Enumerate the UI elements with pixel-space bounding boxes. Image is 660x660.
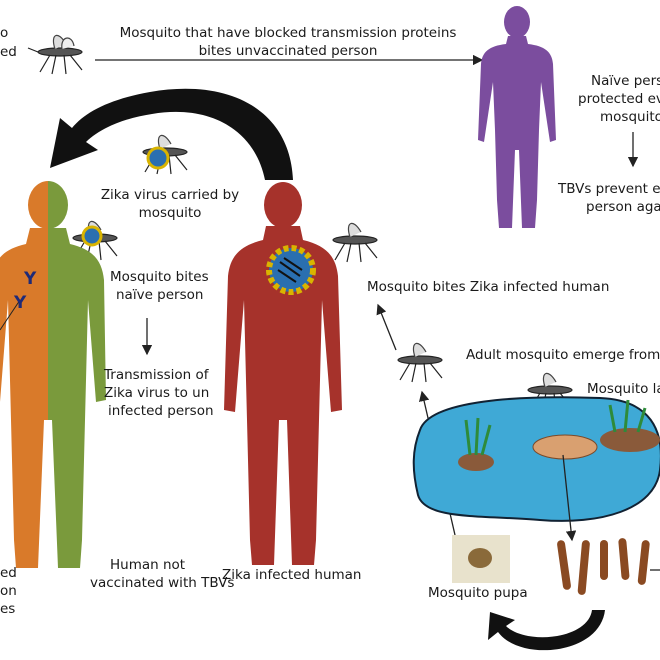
zika-carried-line-1: Zika virus carried by xyxy=(100,187,240,203)
adult-emerge-label: Adult mosquito emerge from p xyxy=(466,347,660,363)
transmission-line-3: infected person xyxy=(108,403,214,419)
larvae-image xyxy=(557,538,650,595)
naive-line-3: mosquito xyxy=(600,109,660,125)
zika-infected-human-label: Zika infected human xyxy=(222,567,362,583)
big-curved-arrow xyxy=(50,88,293,180)
pupa-label: Mosquito pupa xyxy=(428,585,528,601)
bites-infected-label: Mosquito bites Zika infected human xyxy=(367,279,610,295)
up-arrow-adult xyxy=(376,303,397,351)
purple-person xyxy=(478,6,556,228)
top-left-clipped-text-2: ed xyxy=(0,44,17,60)
pond xyxy=(412,396,660,522)
tbv-line-1: TBVs prevent ev xyxy=(558,181,660,197)
transmission-line-2: Zika virus to un xyxy=(104,385,210,401)
zika-infected-person xyxy=(224,182,342,565)
tbv-prevent-label: TBVs prevent ev person agai xyxy=(558,180,660,216)
left-clip-2: on xyxy=(0,583,17,599)
transmission-line-1: Transmission of xyxy=(104,367,209,383)
down-arrow-larva xyxy=(562,454,577,542)
tbv-line-2: person agai xyxy=(586,199,660,215)
naive-line-1: Naïve pers xyxy=(591,73,660,89)
zika-carried-label: Zika virus carried by mosquito xyxy=(95,186,245,222)
not-vaccinated-line-1: Human not xyxy=(110,557,186,573)
transmission-label: Transmission of Zika virus to un infecte… xyxy=(104,366,214,420)
bites-naive-line-1: Mosquito bites xyxy=(110,269,209,285)
large-virus-icon xyxy=(266,245,316,295)
blocked-line-1: Mosquito that have blocked transmission … xyxy=(119,25,457,41)
blocked-line-2: bites unvaccinated person xyxy=(198,43,378,59)
top-left-clipped-text-1: o xyxy=(0,25,9,41)
blocked-transmission-label: Mosquito that have blocked transmission … xyxy=(118,24,458,60)
bites-naive-line-2: naïve person xyxy=(116,287,204,303)
not-vaccinated-line-2: vaccinated with TBVs xyxy=(90,575,235,591)
naive-line-2: protected ev xyxy=(578,91,660,107)
vaccinated-split-person xyxy=(0,181,106,568)
larva-label: Mosquito la xyxy=(587,381,660,397)
left-clipped-label: ed on es xyxy=(0,564,17,618)
antibody-symbol-1: Y xyxy=(24,269,37,289)
zika-carried-line-2: mosquito xyxy=(138,205,202,221)
zika-virus-icon xyxy=(81,146,170,247)
bites-naive-label: Mosquito bites naïve person xyxy=(110,268,209,304)
naive-protected-label: Naïve pers protected ev mosquito xyxy=(578,72,660,126)
not-vaccinated-label: Human not vaccinated with TBVs xyxy=(90,556,234,592)
left-clip-1: ed xyxy=(0,565,17,581)
antibody-symbol-2: Y xyxy=(14,293,27,313)
left-clip-3: es xyxy=(0,601,16,617)
pupa-image xyxy=(452,535,510,583)
bottom-curved-arrow xyxy=(488,610,605,651)
